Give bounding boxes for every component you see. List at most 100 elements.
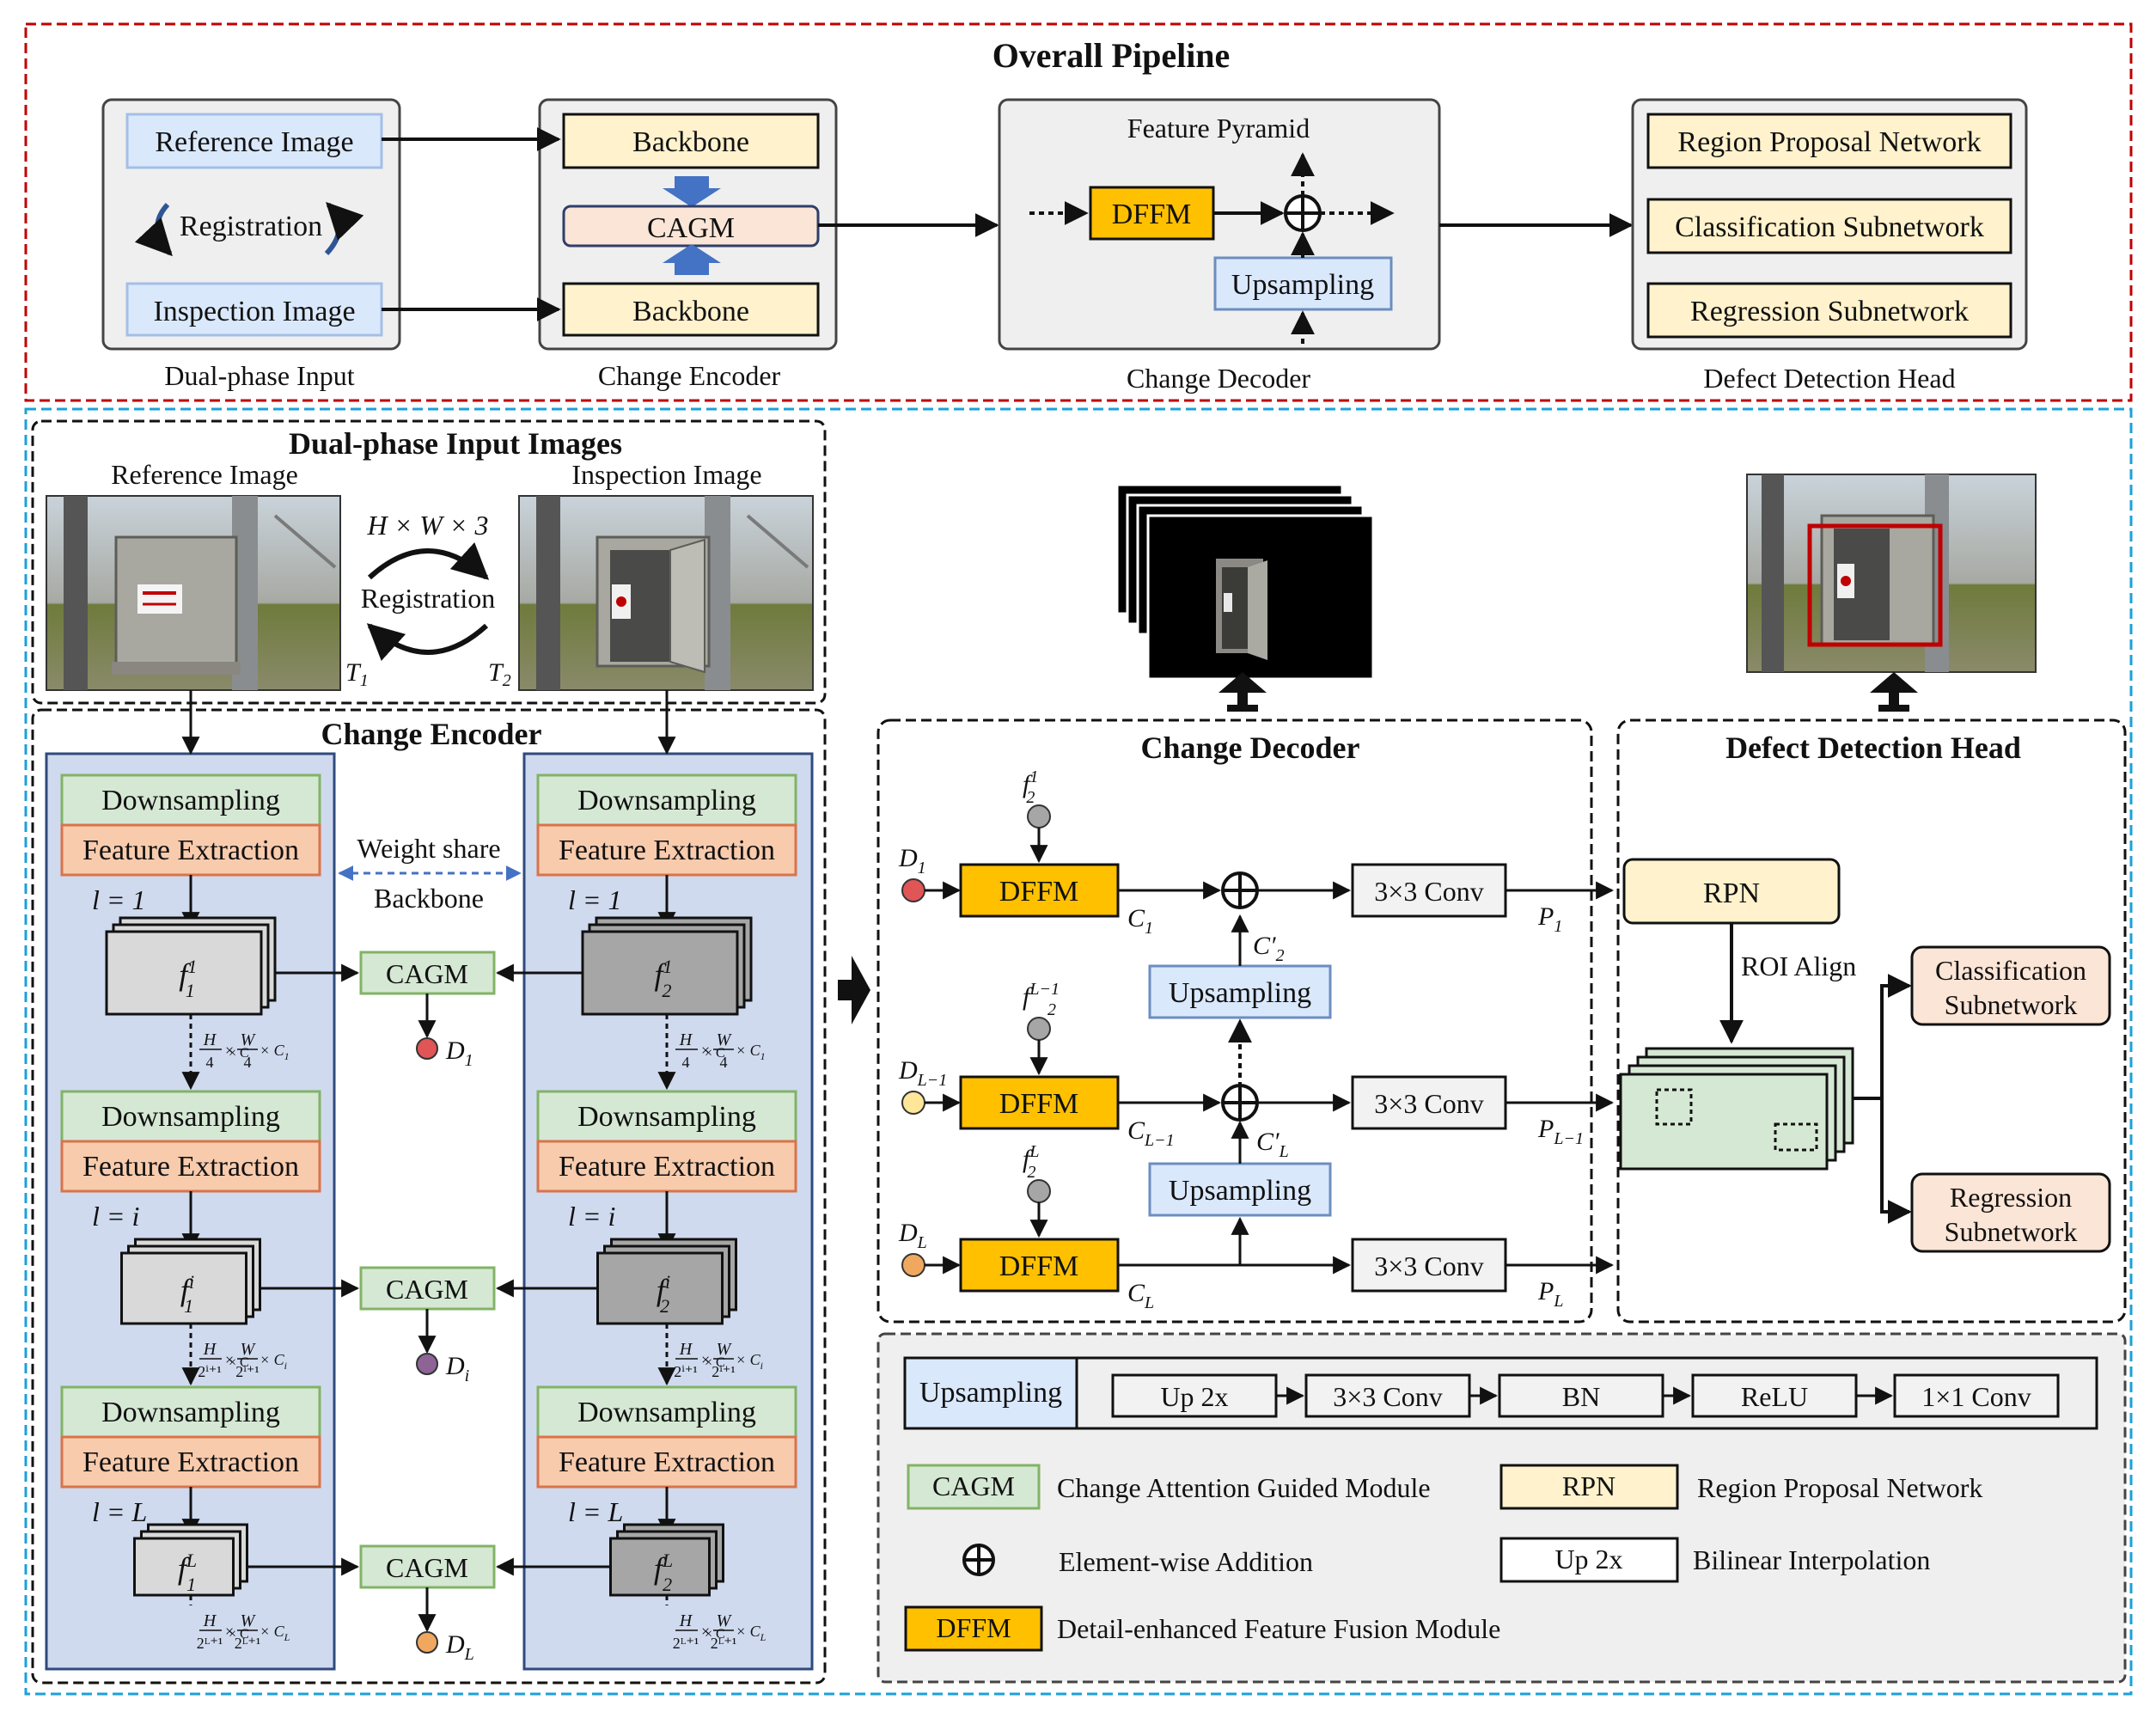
head-cls-box bbox=[1910, 945, 2111, 1026]
encoder-title: Change Encoder bbox=[321, 717, 541, 751]
cagm-level-3: CAGM DL bbox=[247, 1544, 611, 1664]
dim-w-den: 2ⁱ⁺¹ bbox=[235, 1363, 260, 1380]
pipeline-backbone-bottom bbox=[562, 282, 820, 337]
feature-map-layer bbox=[609, 1537, 711, 1597]
pipeline-rpn-label: Region Proposal Network bbox=[1677, 126, 1981, 158]
legend-rpn-desc: Region Proposal Network bbox=[1697, 1472, 1982, 1503]
overall-pipeline-frame bbox=[24, 22, 2133, 402]
conv-label: 3×3 Conv bbox=[1374, 1088, 1483, 1119]
dims-label: H × W × 3 bbox=[367, 510, 489, 541]
add-icon bbox=[1221, 1084, 1259, 1122]
feature-extraction-box bbox=[536, 1140, 797, 1193]
legend-cagm-desc: Change Attention Guided Module bbox=[1057, 1472, 1431, 1503]
legend-cagm-box bbox=[907, 1464, 1041, 1510]
head-rpn-label: RPN bbox=[1703, 877, 1760, 909]
cagm-label: CAGM bbox=[386, 1552, 468, 1583]
dim-h: H bbox=[679, 1340, 693, 1359]
pipeline-encoder-caption: Change Encoder bbox=[598, 360, 781, 391]
dim-h-den: 4 bbox=[206, 1054, 214, 1071]
downsampling-label: Downsampling bbox=[577, 1101, 756, 1133]
conv-box bbox=[1351, 863, 1507, 918]
cagm-box bbox=[359, 1266, 496, 1311]
dim-h-den: 2ᴸ⁺¹ bbox=[673, 1635, 699, 1652]
decoder-output-arrow bbox=[1218, 672, 1267, 712]
times-sign: × bbox=[701, 1623, 710, 1640]
decoder-input-dot bbox=[901, 1091, 925, 1115]
feature-map-layer bbox=[105, 930, 263, 1016]
legend-step-box bbox=[1304, 1373, 1471, 1418]
times-sign: × bbox=[701, 1351, 710, 1368]
level-label: l = 1 bbox=[568, 884, 621, 915]
downsampling-box bbox=[536, 1090, 797, 1143]
roi-align-label: ROI Align bbox=[1741, 951, 1856, 981]
ref-image-label: Reference Image bbox=[111, 459, 298, 490]
dim-w: W bbox=[717, 1030, 733, 1049]
insp-image-label: Inspection Image bbox=[571, 459, 761, 490]
dim-w-den: 2ⁱ⁺¹ bbox=[712, 1363, 736, 1380]
downsampling-label: Downsampling bbox=[101, 1101, 280, 1133]
downsampling-label: Downsampling bbox=[577, 785, 756, 816]
legend-dffm-desc: Detail-enhanced Feature Fusion Module bbox=[1057, 1613, 1500, 1644]
conv-box bbox=[1351, 1075, 1507, 1130]
f2-input-dot bbox=[1027, 1017, 1051, 1041]
conv-box bbox=[1351, 1238, 1507, 1293]
dim-w: W bbox=[241, 1030, 257, 1049]
times-sign: × bbox=[225, 1623, 234, 1640]
pipeline-reg-label: Regression Subnetwork bbox=[1690, 296, 1969, 327]
detection-photo bbox=[1746, 474, 2037, 673]
d-output-dot bbox=[416, 1631, 438, 1654]
dim-w: W bbox=[241, 1340, 257, 1359]
decoder-panel bbox=[876, 718, 1593, 1324]
feature-extraction-label: Feature Extraction bbox=[559, 1446, 775, 1478]
p-label: PL−1 bbox=[1537, 1115, 1584, 1148]
feature-extraction-label: Feature Extraction bbox=[82, 835, 299, 866]
d-output-dot bbox=[416, 1037, 438, 1060]
times-sign: × bbox=[225, 1351, 234, 1368]
legend-up2x-desc: Bilinear Interpolation bbox=[1693, 1544, 1930, 1575]
dim-h: H bbox=[679, 1030, 693, 1049]
add-icon bbox=[1221, 871, 1259, 909]
downsampling-box bbox=[536, 1385, 797, 1439]
pipeline-title: Overall Pipeline bbox=[992, 36, 1231, 75]
level-label: l = i bbox=[568, 1201, 615, 1232]
pipeline-head-caption: Defect Detection Head bbox=[1703, 363, 1955, 394]
legend-step-1: Up 2x bbox=[1111, 1373, 1305, 1418]
pipeline-reg-box bbox=[1646, 282, 2012, 339]
pipeline-ref-label: Reference Image bbox=[155, 126, 353, 158]
pipeline-pyramid-label: Feature Pyramid bbox=[1127, 113, 1310, 144]
feature-extraction-label: Feature Extraction bbox=[559, 835, 775, 866]
legend-step-box bbox=[1498, 1373, 1664, 1418]
feature-side-sub: 1 bbox=[186, 1574, 196, 1595]
feature-extraction-label: Feature Extraction bbox=[82, 1151, 299, 1183]
legend-up2x-label: Up 2x bbox=[1554, 1544, 1622, 1574]
decoder-input-label: D1 bbox=[898, 844, 926, 877]
feature-map-layer bbox=[133, 1537, 235, 1597]
downsampling-box bbox=[60, 1385, 321, 1439]
legend-step-box bbox=[1111, 1373, 1278, 1418]
pipeline-ref-box bbox=[125, 113, 383, 169]
feature-map-layer bbox=[120, 1251, 247, 1325]
cagm-label: CAGM bbox=[386, 1274, 468, 1305]
inputs-title: Dual-phase Input Images bbox=[289, 426, 622, 461]
feature-extraction-box bbox=[60, 1140, 321, 1193]
legend-dffm-label: DFFM bbox=[936, 1612, 1011, 1643]
p-label: P1 bbox=[1537, 902, 1562, 936]
feature-map-layer bbox=[581, 930, 739, 1016]
head-reg-label-2: Subnetwork bbox=[1945, 1216, 2078, 1247]
legend-step-label: Up 2x bbox=[1160, 1381, 1228, 1412]
d-output-label: DL bbox=[445, 1630, 474, 1664]
down-block-arrow bbox=[663, 176, 721, 207]
registration-label: Registration bbox=[361, 583, 495, 614]
